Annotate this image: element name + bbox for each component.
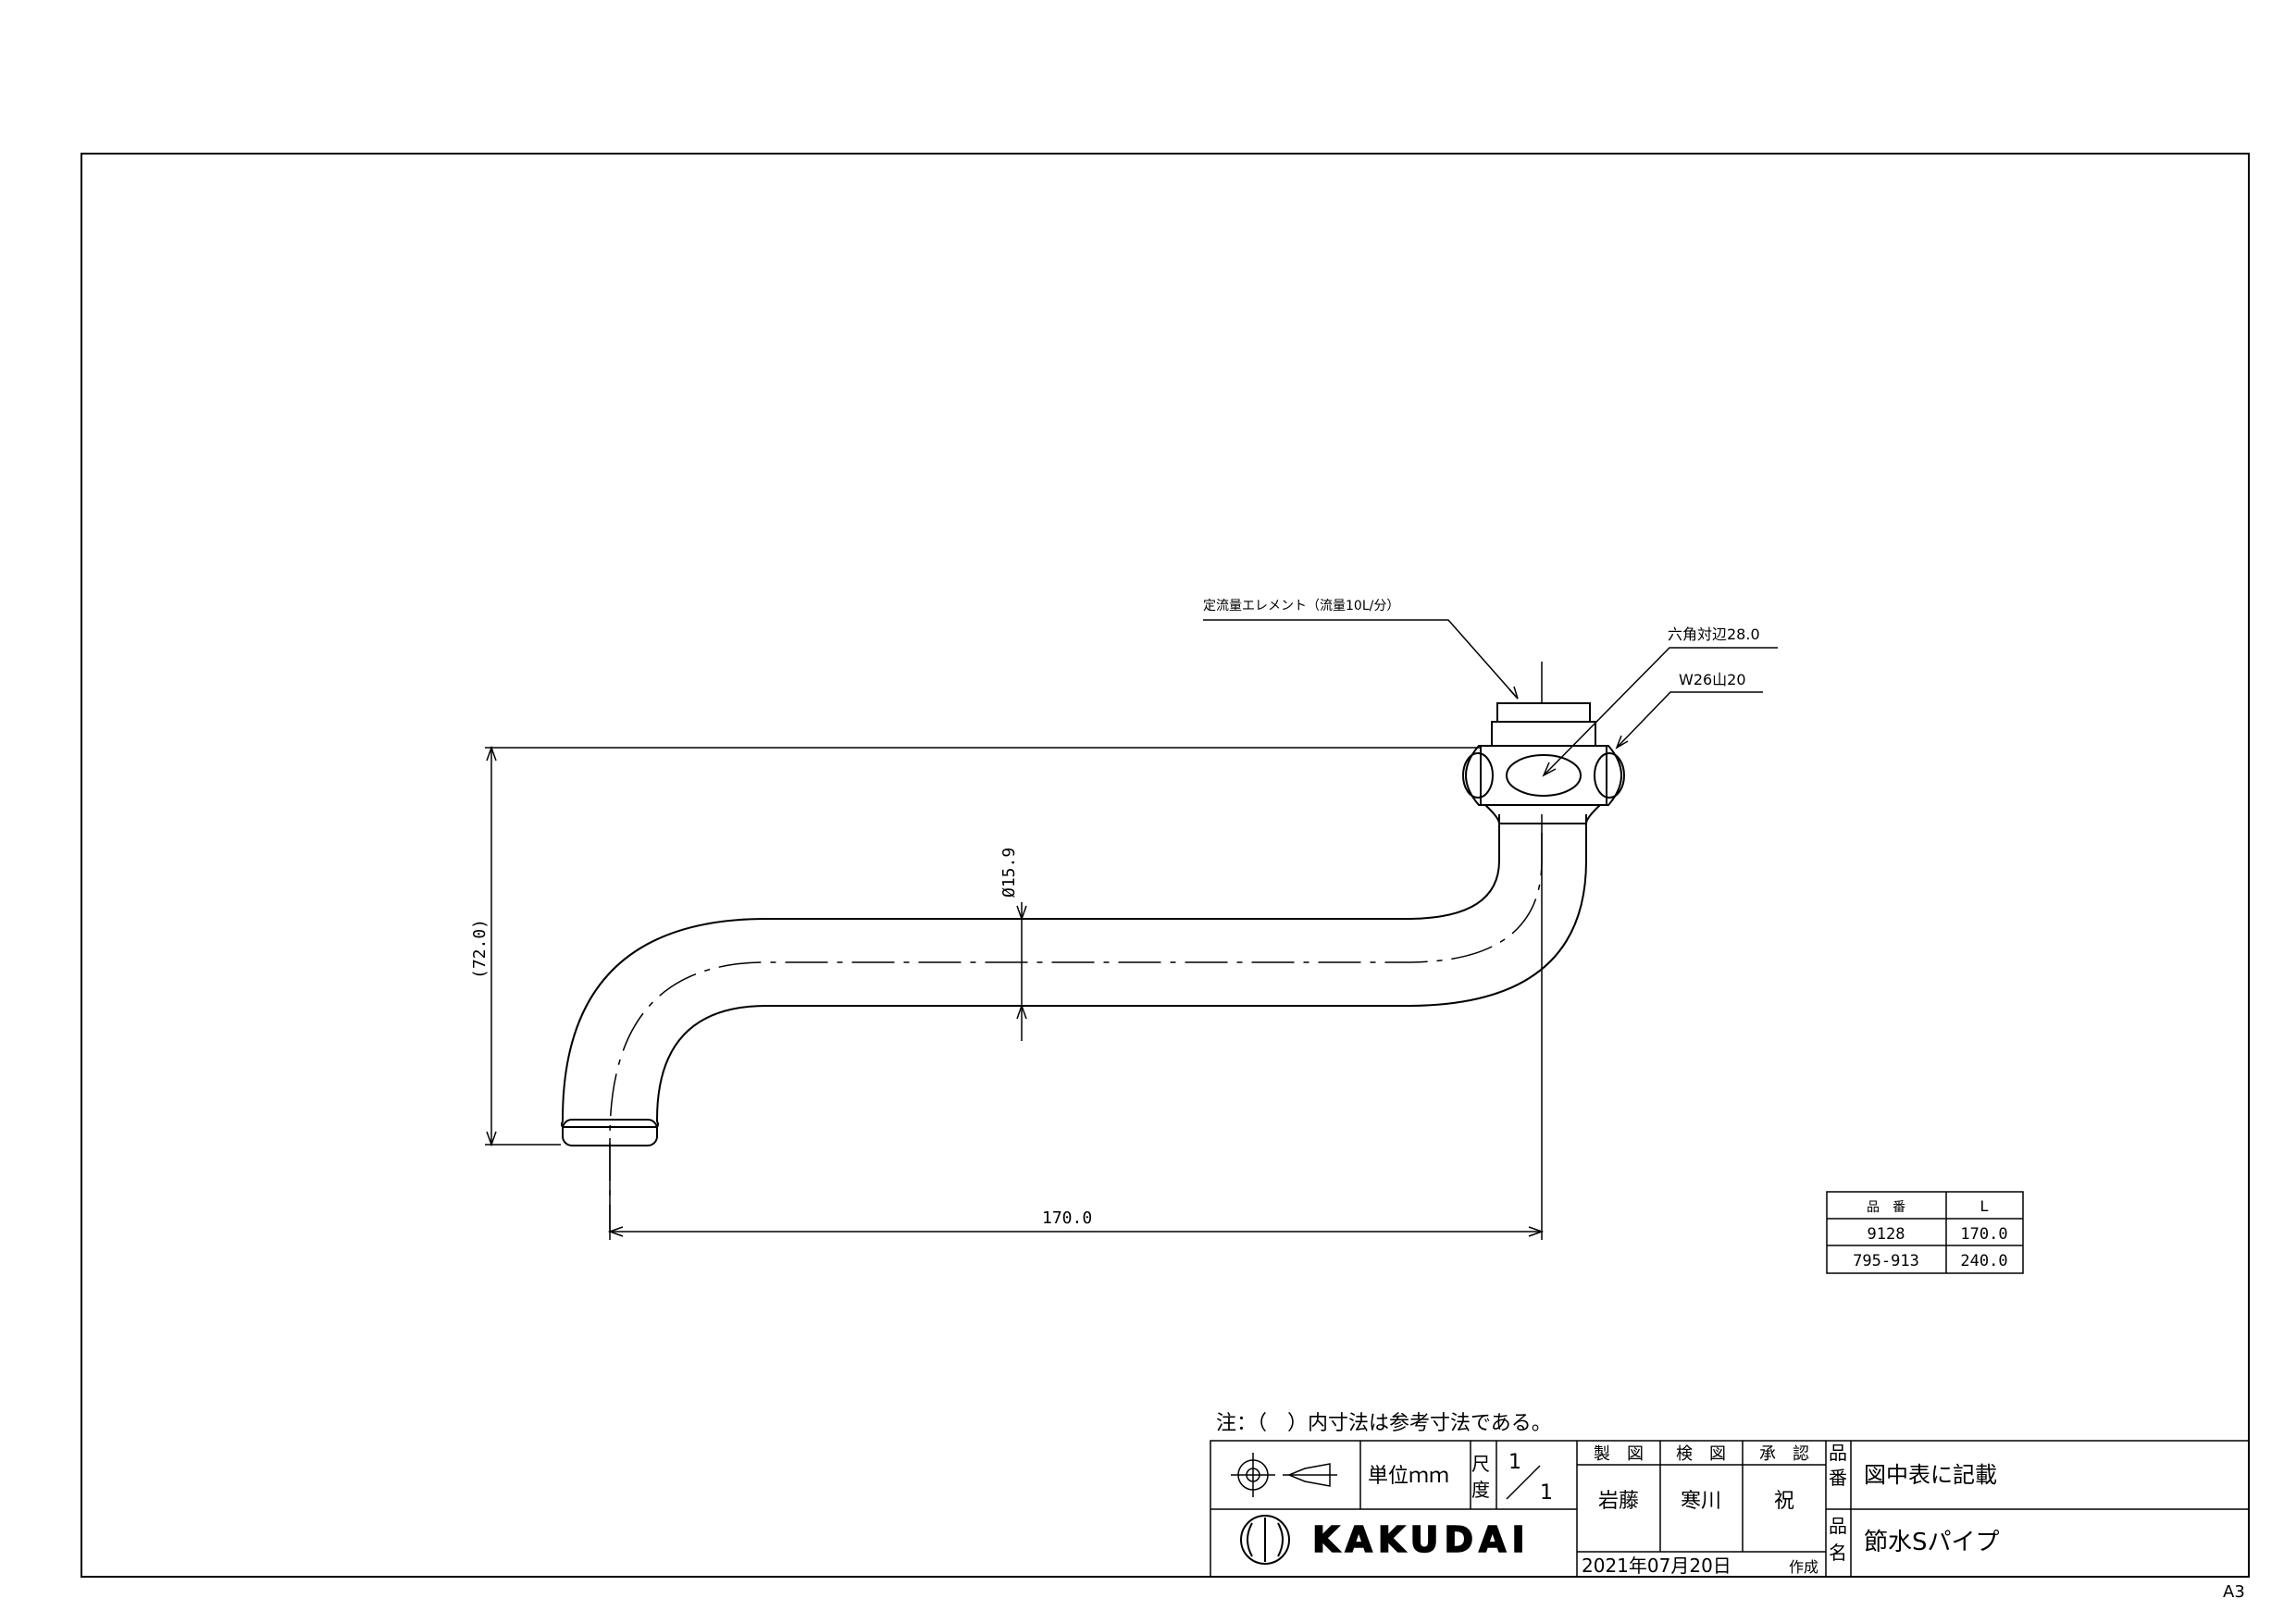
scale-label-bottom: 度	[1471, 1479, 1490, 1501]
hex-nut-face-center	[1506, 754, 1582, 797]
diameter-label: Ø15.9	[999, 848, 1019, 898]
hex-nut-face-left	[1462, 752, 1494, 799]
pipe-upper-wall	[562, 814, 1500, 1121]
role-checked: 検 図	[1676, 1444, 1726, 1464]
drawing-number-label-top: 品	[1829, 1442, 1847, 1464]
dimension-lines	[485, 619, 1778, 1240]
date: 2021年07月20日	[1582, 1555, 1731, 1577]
unit-label: 単位ｍｍ	[1368, 1465, 1449, 1488]
company-name: KAKUDAI	[1312, 1519, 1531, 1560]
hex-nut	[1465, 745, 1622, 806]
thread-label: W26山20	[1679, 671, 1746, 688]
flow-element	[1496, 702, 1591, 723]
variant-table: 品 番 L 9128 170.0 795-913 240.0	[1826, 1191, 2024, 1274]
length-label: 170.0	[1042, 1208, 1092, 1228]
hex-label: 六角対辺28.0	[1668, 626, 1760, 643]
product-name: 節水Sパイプ	[1864, 1529, 2000, 1556]
flow-element-lower	[1491, 721, 1596, 747]
name-checked: 寒川	[1681, 1490, 1721, 1513]
height-label: (72.0)	[470, 919, 490, 979]
company-logo	[1240, 1515, 1290, 1565]
date-suffix: 作成	[1789, 1558, 1818, 1576]
sheet-size: A3	[2223, 1582, 2245, 1602]
hex-leader	[1543, 647, 1778, 776]
pipe-centerline	[609, 833, 1543, 1139]
table-header-part: 品 番	[1867, 1200, 1905, 1215]
drawing-number-label-bottom: 番	[1829, 1467, 1847, 1489]
table-cell-part: 795-913	[1853, 1252, 1919, 1270]
table-cell-length: 170.0	[1960, 1225, 2007, 1244]
hex-nut-face-right	[1594, 752, 1625, 799]
name-drafted: 岩藤	[1598, 1490, 1639, 1513]
table-header-length: L	[1980, 1197, 1989, 1215]
table-cell-length: 240.0	[1960, 1252, 2007, 1270]
product-name-label-top: 品	[1829, 1515, 1847, 1537]
element-leader	[1203, 619, 1519, 700]
pipe-lower-wall	[656, 814, 1587, 1121]
table-cell-part: 9128	[1868, 1225, 1905, 1244]
name-approved: 祝	[1774, 1490, 1794, 1513]
drawing-frame	[81, 153, 2250, 1578]
scale-label-top: 尺	[1471, 1453, 1490, 1475]
nozzle-tip	[561, 1120, 659, 1128]
product-name-label-bottom: 名	[1829, 1542, 1847, 1564]
title-block: 単位ｍｍ 尺 度 1 1 製 図 検 図 承 認 岩藤 寒川 祝 2021年07…	[1210, 1440, 2250, 1578]
s-pipe-drawing	[561, 662, 1625, 1231]
projection-symbol	[1231, 1453, 1337, 1497]
drawing-number: 図中表に記載	[1864, 1462, 1997, 1488]
element-label: 定流量エレメント（流量10L/分）	[1203, 599, 1399, 613]
reference-note: 注：（ ）内寸法は参考寸法である。	[1216, 1412, 1552, 1435]
role-approved: 承 認	[1759, 1444, 1809, 1464]
role-drafted: 製 図	[1594, 1444, 1644, 1464]
scale-denominator: 1	[1540, 1481, 1553, 1505]
thread-leader	[1616, 691, 1763, 749]
scale-numerator: 1	[1508, 1451, 1521, 1474]
